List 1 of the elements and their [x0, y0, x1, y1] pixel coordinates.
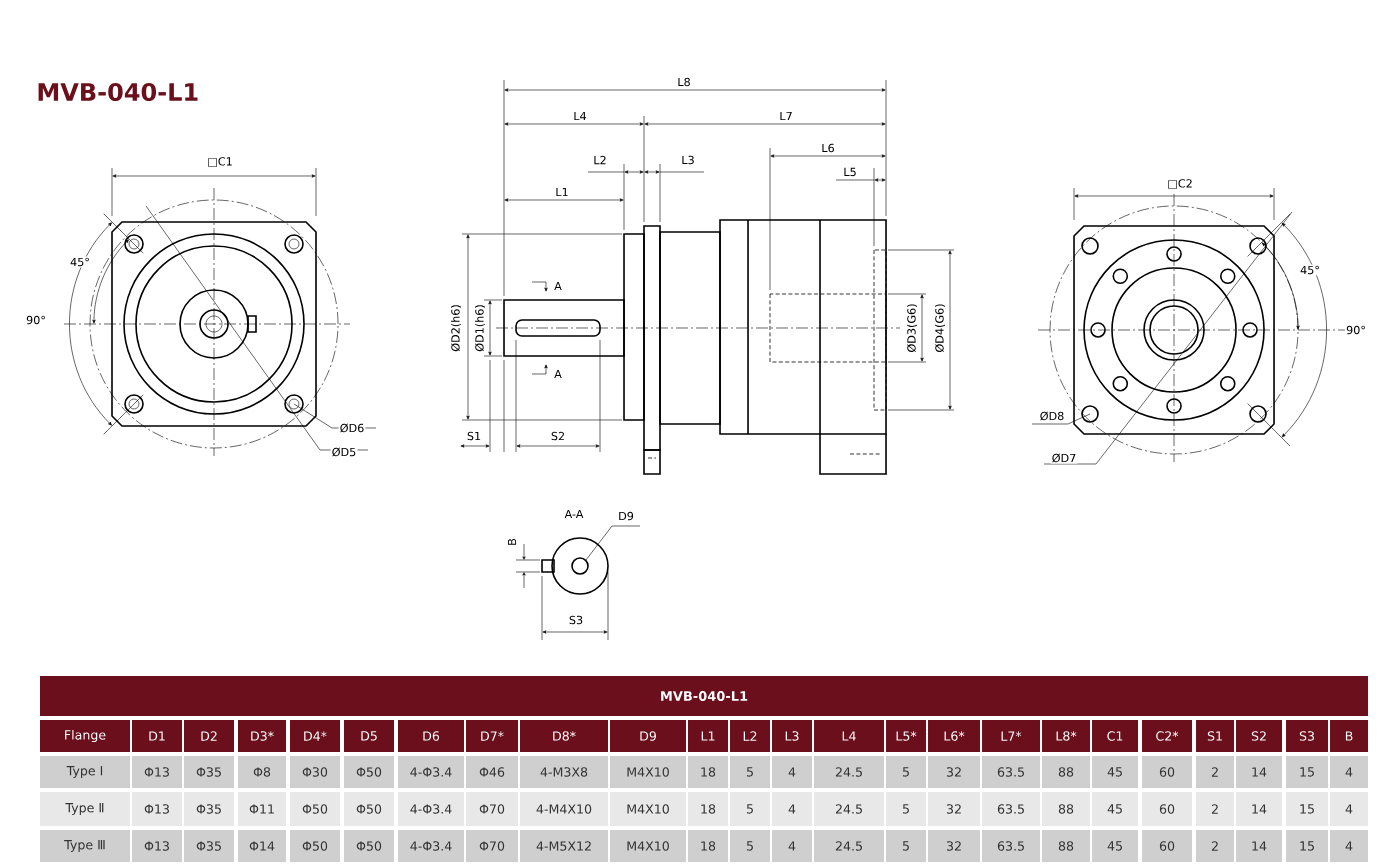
title: MVB-040-L1: [38, 82, 198, 102]
